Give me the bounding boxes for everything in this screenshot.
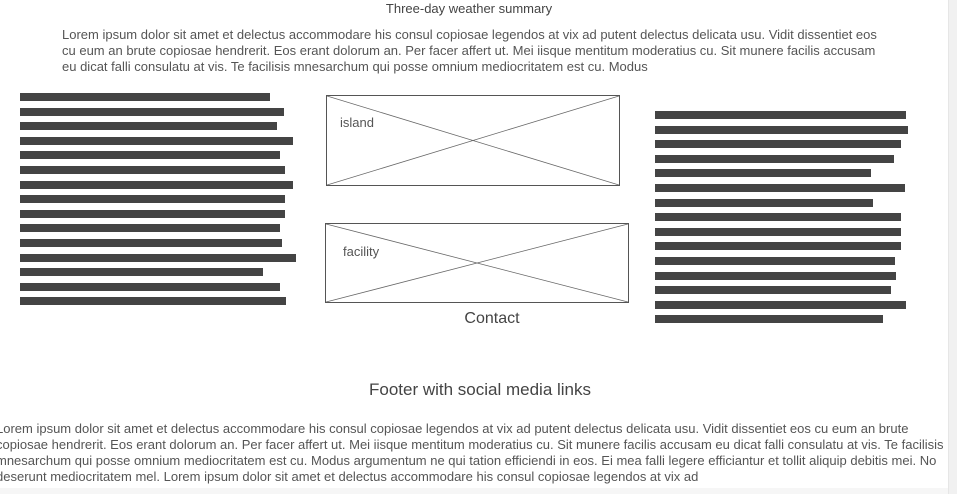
text-line-placeholder [655, 125, 908, 134]
text-line-placeholder [655, 154, 894, 163]
text-line-placeholder [655, 286, 891, 295]
footer-heading: Footer with social media links [368, 380, 592, 399]
text-line-placeholder [655, 111, 906, 119]
left-text-placeholder [20, 93, 296, 312]
text-line-placeholder [20, 93, 270, 101]
text-line-placeholder [20, 165, 285, 174]
text-line-placeholder [20, 297, 286, 306]
contact-link[interactable]: Contact [464, 310, 520, 327]
text-line-placeholder [20, 122, 277, 131]
text-line-placeholder [20, 268, 263, 277]
text-line-placeholder [20, 282, 280, 291]
intro-paragraph: Lorem ipsum dolor sit amet et delectus a… [62, 27, 877, 74]
facility-image-label: facility [343, 244, 380, 259]
text-line-placeholder [20, 195, 285, 204]
footer-paragraph: Lorem ipsum dolor sit amet et delectus a… [0, 421, 944, 484]
text-line-placeholder [20, 224, 280, 233]
right-text-placeholder [655, 111, 908, 330]
image-placeholder-icon [327, 96, 619, 185]
text-line-placeholder [20, 253, 296, 262]
image-placeholder-icon [326, 224, 628, 302]
text-line-placeholder [655, 227, 901, 236]
text-line-placeholder [20, 238, 282, 247]
text-line-placeholder [655, 140, 901, 149]
text-line-placeholder [20, 180, 293, 189]
facility-image-placeholder: facility [325, 223, 629, 303]
text-line-placeholder [655, 256, 895, 265]
text-line-placeholder [655, 198, 873, 207]
text-line-placeholder [655, 242, 901, 251]
text-line-placeholder [655, 271, 896, 280]
vertical-scrollbar[interactable] [948, 0, 957, 494]
text-line-placeholder [655, 183, 905, 192]
page-title: Three-day weather summary [385, 1, 553, 16]
text-line-placeholder [20, 151, 280, 160]
text-line-placeholder [655, 169, 871, 178]
text-line-placeholder [20, 209, 285, 218]
island-image-placeholder: island [326, 95, 620, 186]
text-line-placeholder [655, 315, 883, 324]
island-image-label: island [340, 115, 374, 130]
text-line-placeholder [20, 107, 284, 116]
text-line-placeholder [655, 300, 906, 309]
text-line-placeholder [20, 136, 293, 145]
text-line-placeholder [655, 213, 901, 222]
horizontal-scrollbar[interactable] [0, 488, 948, 494]
